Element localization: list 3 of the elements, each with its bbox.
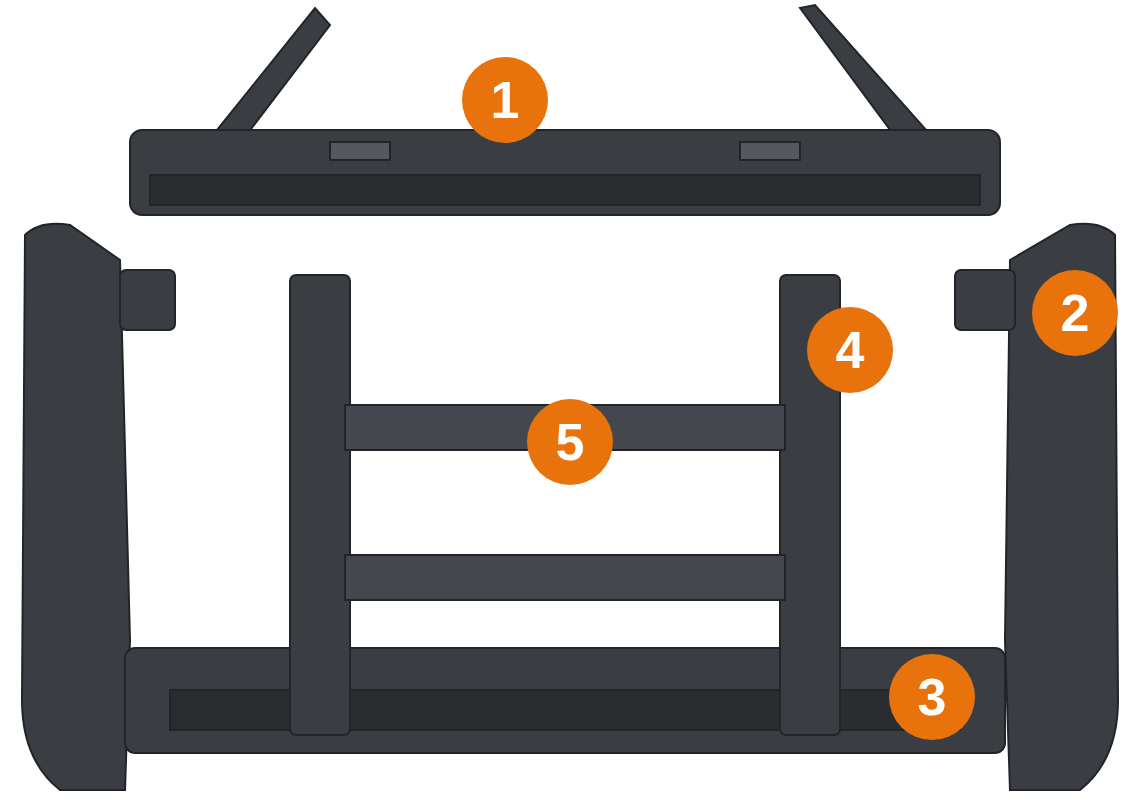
callout-number: 1 bbox=[462, 57, 548, 143]
callout-number: 5 bbox=[527, 399, 613, 485]
callout-number: 4 bbox=[807, 307, 893, 393]
